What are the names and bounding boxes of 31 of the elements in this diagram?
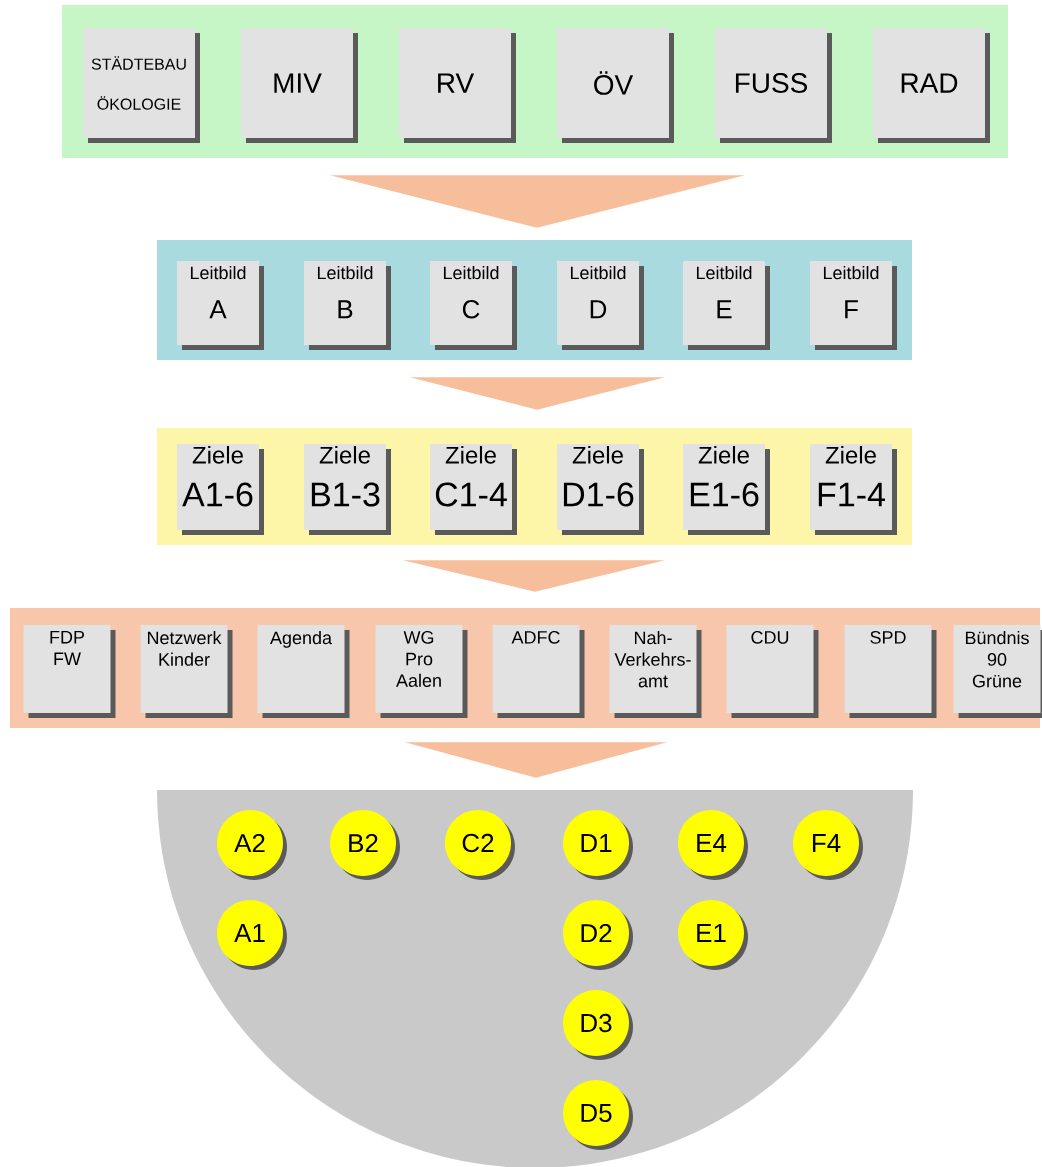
card: Leitbild D: [557, 261, 644, 350]
card: Ziele F1-4: [810, 444, 897, 535]
card: FUSS: [715, 28, 832, 143]
card: CDU: [726, 625, 819, 718]
card: Ziele C1-4: [430, 444, 517, 535]
chevron-arrow: [403, 560, 665, 592]
card: Leitbild B: [304, 261, 391, 350]
card: FDP FW: [23, 625, 116, 718]
card: RAD: [873, 28, 990, 143]
card: Nah-Verkehrs-amt: [609, 625, 702, 718]
card: Netzwerk Kinder: [140, 625, 233, 718]
chevron-arrow: [330, 175, 745, 228]
card: ADFC: [492, 625, 585, 718]
card: Agenda: [257, 625, 350, 718]
card: Ziele A1-6: [177, 444, 264, 535]
card: Leitbild C: [430, 261, 517, 350]
card: Bündnis 90 Grüne: [953, 625, 1042, 718]
card: WG Pro Aalen: [375, 625, 468, 718]
card: Ziele E1-6: [683, 444, 770, 535]
card: Leitbild E: [683, 261, 770, 350]
card: ÖV: [557, 28, 674, 143]
card: STÄDTEBAU ÖKOLOGIE: [83, 28, 200, 143]
card: SPD: [844, 625, 937, 718]
card: MIV: [241, 28, 358, 143]
card: Leitbild A: [177, 261, 264, 350]
chevron-arrow: [405, 742, 667, 778]
card: Ziele B1-3: [304, 444, 391, 535]
card: Ziele D1-6: [557, 444, 644, 535]
chevron-arrow: [410, 377, 665, 410]
card: RV: [399, 28, 516, 143]
card: Leitbild F: [810, 261, 897, 350]
